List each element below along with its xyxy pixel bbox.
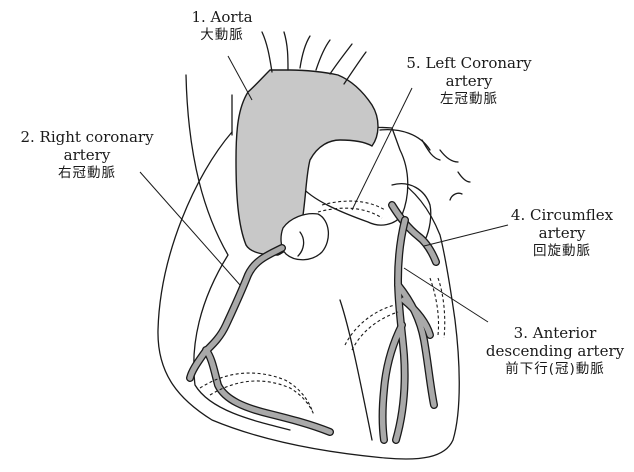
aortic-branch-1b: [284, 32, 288, 70]
interventricular-contour: [340, 300, 372, 440]
label-lca-line1: Left Coronary: [425, 54, 531, 72]
label-aorta: 1. Aorta 大動脈: [172, 8, 272, 44]
label-rca-jp: 右冠動脈: [2, 164, 172, 182]
label-anterior-descending: 3. Anterior descending artery 前下行(冠)動脈: [478, 324, 632, 378]
label-rca-line1: Right coronary: [40, 128, 154, 146]
aortic-branch-2: [300, 36, 310, 68]
pulmonary-vein-3: [458, 172, 470, 182]
label-aorta-number: 1.: [191, 8, 205, 26]
label-cx-jp: 回旋動脈: [494, 242, 630, 260]
anterior-descending-vessel: [383, 220, 435, 440]
label-aorta-name: Aorta: [211, 8, 253, 26]
pulmonary-vein-2: [440, 150, 458, 162]
label-lad-line1: Anterior: [533, 324, 597, 342]
label-lca-line2: artery: [384, 72, 554, 90]
label-circumflex: 4. Circumflex artery 回旋動脈: [494, 206, 630, 260]
leader-aorta: [228, 56, 252, 100]
label-aorta-jp: 大動脈: [172, 26, 272, 44]
label-lad-number: 3.: [514, 324, 528, 342]
aortic-branch-2b: [316, 40, 330, 70]
label-cx-number: 4.: [511, 206, 525, 224]
label-cx-line1: Circumflex: [530, 206, 613, 224]
label-rca-line2: artery: [2, 146, 172, 164]
hidden-vessel-right: [430, 278, 439, 335]
label-left-coronary: 5. Left Coronary artery 左冠動脈: [384, 54, 554, 108]
label-lca-number: 5.: [406, 54, 420, 72]
pulmonary-vein-4: [450, 193, 462, 200]
hidden-vessel-right-2: [438, 278, 445, 338]
label-rca-number: 2.: [20, 128, 34, 146]
label-lca-jp: 左冠動脈: [384, 90, 554, 108]
hidden-vessel-left: [345, 305, 395, 345]
label-lad-line2: descending artery: [478, 342, 632, 360]
label-lad-jp: 前下行(冠)動脈: [478, 360, 632, 378]
aortic-branch-3: [330, 44, 352, 74]
label-cx-line2: artery: [494, 224, 630, 242]
leader-right-coronary: [140, 172, 240, 285]
label-right-coronary: 2. Right coronary artery 右冠動脈: [2, 128, 172, 182]
aortic-branch-3b: [344, 52, 366, 84]
